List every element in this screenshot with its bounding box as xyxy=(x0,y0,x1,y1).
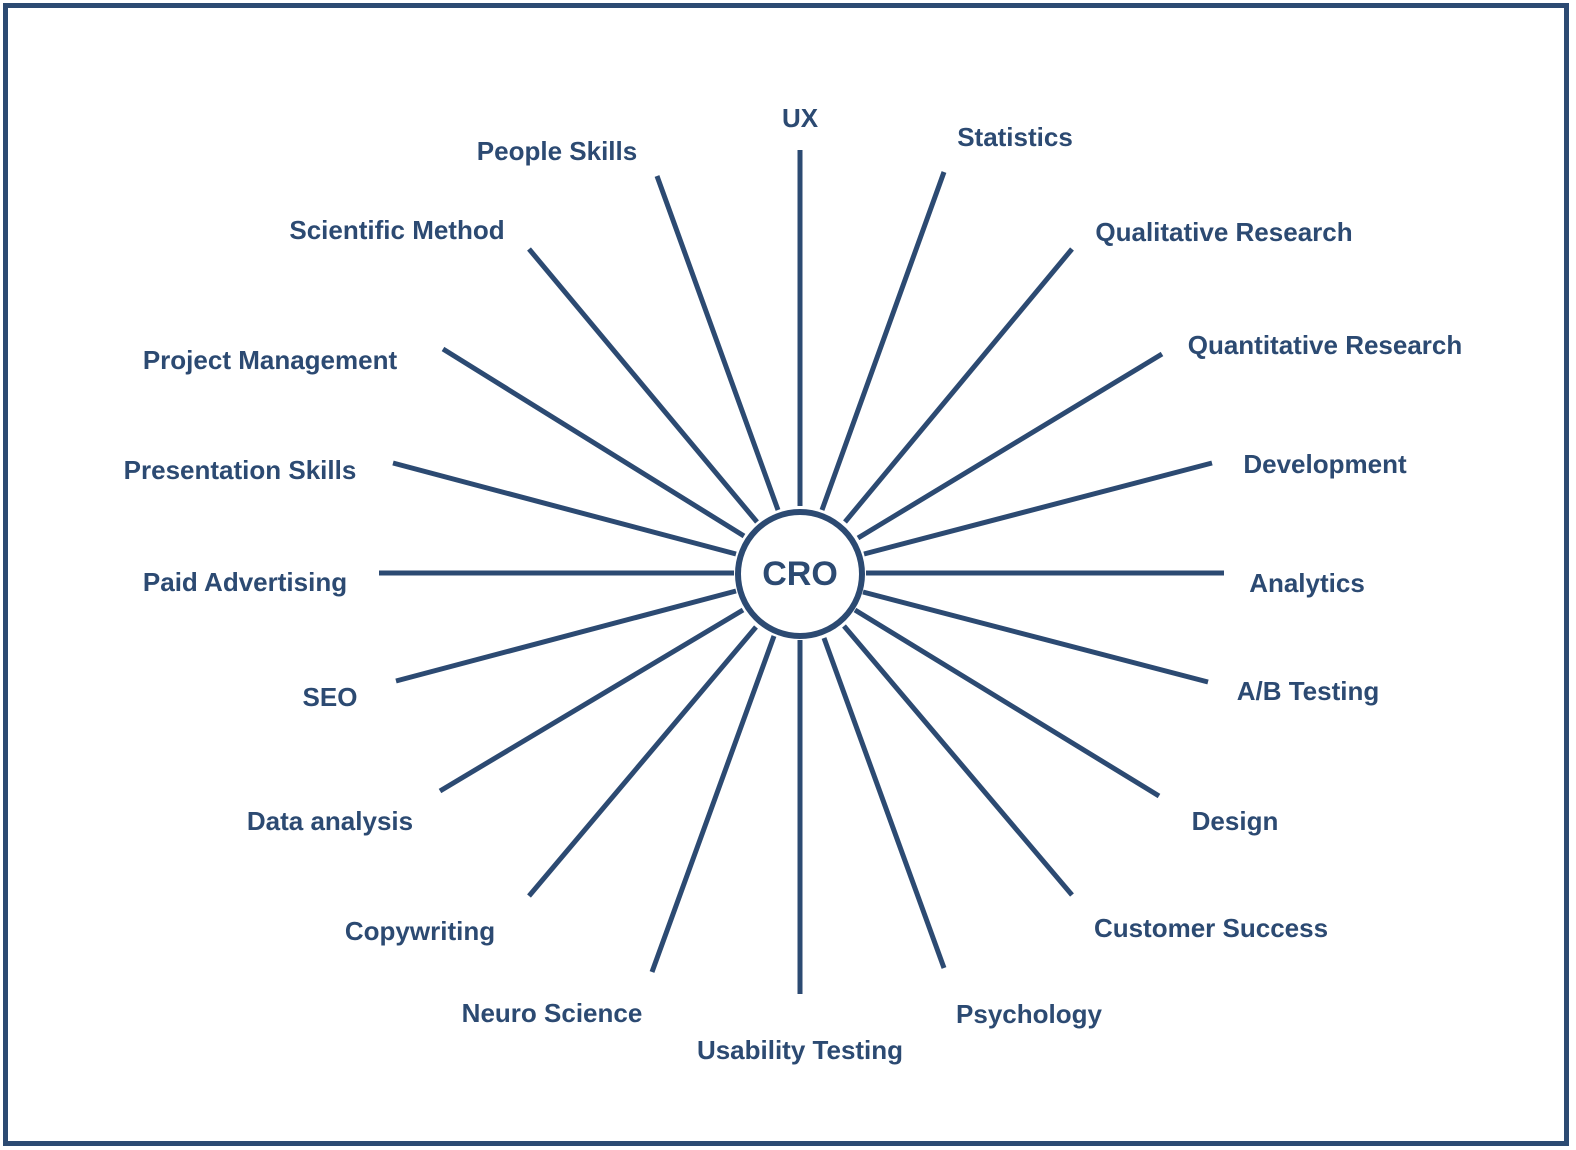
spoke-label-analytics: Analytics xyxy=(1249,568,1365,598)
spoke-line-quantitative-research xyxy=(856,351,1164,541)
spoke-label-quantitative-research: Quantitative Research xyxy=(1188,330,1463,360)
spoke-label-data-analysis: Data analysis xyxy=(247,806,413,836)
spoke-label-scientific-method: Scientific Method xyxy=(289,215,504,245)
spoke-label-people-skills: People Skills xyxy=(477,136,637,166)
spoke-label-psychology: Psychology xyxy=(956,999,1102,1029)
spoke-label-a-b-testing: A/B Testing xyxy=(1237,676,1380,706)
spoke-line-neuro-science xyxy=(649,635,777,973)
spoke-label-neuro-science: Neuro Science xyxy=(462,998,643,1028)
spoke-label-copywriting: Copywriting xyxy=(345,916,495,946)
spokes-layer xyxy=(379,150,1224,994)
spoke-line-design xyxy=(853,607,1161,799)
spoke-label-customer-success: Customer Success xyxy=(1094,913,1328,943)
spoke-label-development: Development xyxy=(1243,449,1407,479)
hub-label: CRO xyxy=(762,555,838,593)
spoke-line-psychology xyxy=(821,637,947,969)
cro-hub: CRO xyxy=(735,509,865,639)
spoke-line-people-skills xyxy=(654,175,781,511)
spoke-line-scientific-method xyxy=(527,247,759,524)
spoke-line-presentation-skills xyxy=(392,460,737,557)
spoke-label-paid-advertising: Paid Advertising xyxy=(143,567,347,597)
spoke-line-seo xyxy=(395,588,737,684)
spoke-line-customer-success xyxy=(842,624,1074,897)
spoke-line-project-management xyxy=(441,346,746,539)
spoke-line-data-analysis xyxy=(438,607,745,794)
spoke-label-seo: SEO xyxy=(303,682,358,712)
spoke-label-statistics: Statistics xyxy=(957,122,1073,152)
spoke-label-qualitative-research: Qualitative Research xyxy=(1095,217,1352,247)
spoke-label-design: Design xyxy=(1192,806,1279,836)
spoke-line-statistics xyxy=(819,171,947,511)
spoke-line-development xyxy=(863,460,1213,557)
spoke-line-a-b-testing xyxy=(862,589,1209,685)
spoke-label-project-management: Project Management xyxy=(143,345,398,375)
hub-circle xyxy=(735,509,865,639)
spoke-label-usability-testing: Usability Testing xyxy=(697,1035,903,1065)
spoke-line-qualitative-research xyxy=(843,247,1074,524)
spoke-label-ux: UX xyxy=(782,103,819,133)
spoke-label-presentation-skills: Presentation Skills xyxy=(124,455,357,485)
spoke-line-copywriting xyxy=(527,625,758,898)
